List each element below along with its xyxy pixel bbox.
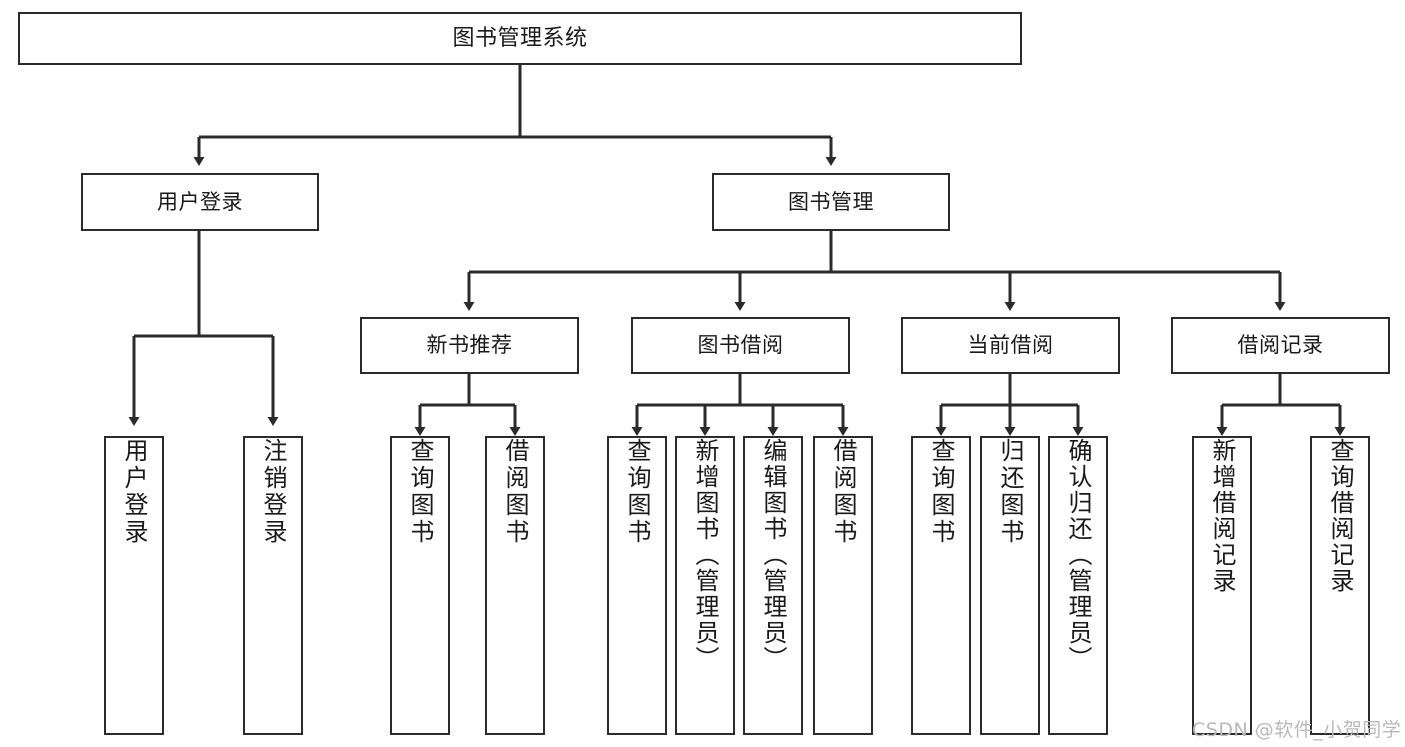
csdn-watermark: CSDN @软件_小贺同学 bbox=[1192, 719, 1402, 741]
node-leaf-logout[interactable]: 注销登录 bbox=[243, 436, 303, 735]
node-book-borrow-label: 图书借阅 bbox=[697, 333, 784, 358]
node-leaf-borrow-book-2[interactable]: 借阅图书 bbox=[813, 436, 873, 735]
node-leaf-logout-label: 注销登录 bbox=[259, 438, 287, 546]
node-user-login[interactable]: 用户登录 bbox=[81, 173, 319, 231]
node-current-borrow[interactable]: 当前借阅 bbox=[901, 317, 1120, 374]
node-root-label: 图书管理系统 bbox=[452, 25, 588, 51]
node-leaf-add-book[interactable]: 新增图书（管理员） bbox=[675, 436, 735, 735]
node-leaf-query-book-1[interactable]: 查询图书 bbox=[390, 436, 450, 735]
node-leaf-borrow-book-2-label: 借阅图书 bbox=[829, 438, 857, 546]
node-new-book-rec[interactable]: 新书推荐 bbox=[360, 317, 579, 374]
node-leaf-borrow-book-1-label: 借阅图书 bbox=[501, 438, 529, 546]
node-book-manage[interactable]: 图书管理 bbox=[712, 173, 950, 231]
node-leaf-add-record[interactable]: 新增借阅记录 bbox=[1192, 436, 1252, 735]
node-leaf-confirm-return-label: 确认归还（管理员） bbox=[1064, 438, 1092, 672]
node-leaf-return-book-label: 归还图书 bbox=[996, 438, 1024, 546]
node-leaf-add-record-label: 新增借阅记录 bbox=[1208, 438, 1236, 594]
node-leaf-query-record-label: 查询借阅记录 bbox=[1326, 438, 1354, 594]
node-borrow-record[interactable]: 借阅记录 bbox=[1171, 317, 1390, 374]
node-leaf-query-book-2-label: 查询图书 bbox=[623, 438, 651, 546]
node-leaf-query-book-3-label: 查询图书 bbox=[927, 438, 955, 546]
node-leaf-user-login-label: 用户登录 bbox=[120, 438, 148, 546]
node-borrow-record-label: 借阅记录 bbox=[1237, 333, 1324, 358]
node-leaf-query-record[interactable]: 查询借阅记录 bbox=[1310, 436, 1370, 735]
node-leaf-query-book-2[interactable]: 查询图书 bbox=[607, 436, 667, 735]
node-book-manage-label: 图书管理 bbox=[788, 189, 874, 214]
node-leaf-confirm-return[interactable]: 确认归还（管理员） bbox=[1048, 436, 1108, 735]
node-leaf-query-book-1-label: 查询图书 bbox=[406, 438, 434, 546]
node-root[interactable]: 图书管理系统 bbox=[18, 12, 1022, 65]
node-new-book-rec-label: 新书推荐 bbox=[426, 333, 513, 358]
node-leaf-user-login[interactable]: 用户登录 bbox=[104, 436, 164, 735]
node-user-login-label: 用户登录 bbox=[157, 189, 243, 214]
node-current-borrow-label: 当前借阅 bbox=[967, 333, 1054, 358]
node-leaf-query-book-3[interactable]: 查询图书 bbox=[911, 436, 971, 735]
node-book-borrow[interactable]: 图书借阅 bbox=[631, 317, 850, 374]
node-leaf-edit-book[interactable]: 编辑图书（管理员） bbox=[743, 436, 803, 735]
node-leaf-return-book[interactable]: 归还图书 bbox=[980, 436, 1040, 735]
node-leaf-edit-book-label: 编辑图书（管理员） bbox=[759, 438, 787, 672]
node-leaf-borrow-book-1[interactable]: 借阅图书 bbox=[485, 436, 545, 735]
node-leaf-add-book-label: 新增图书（管理员） bbox=[691, 438, 719, 672]
